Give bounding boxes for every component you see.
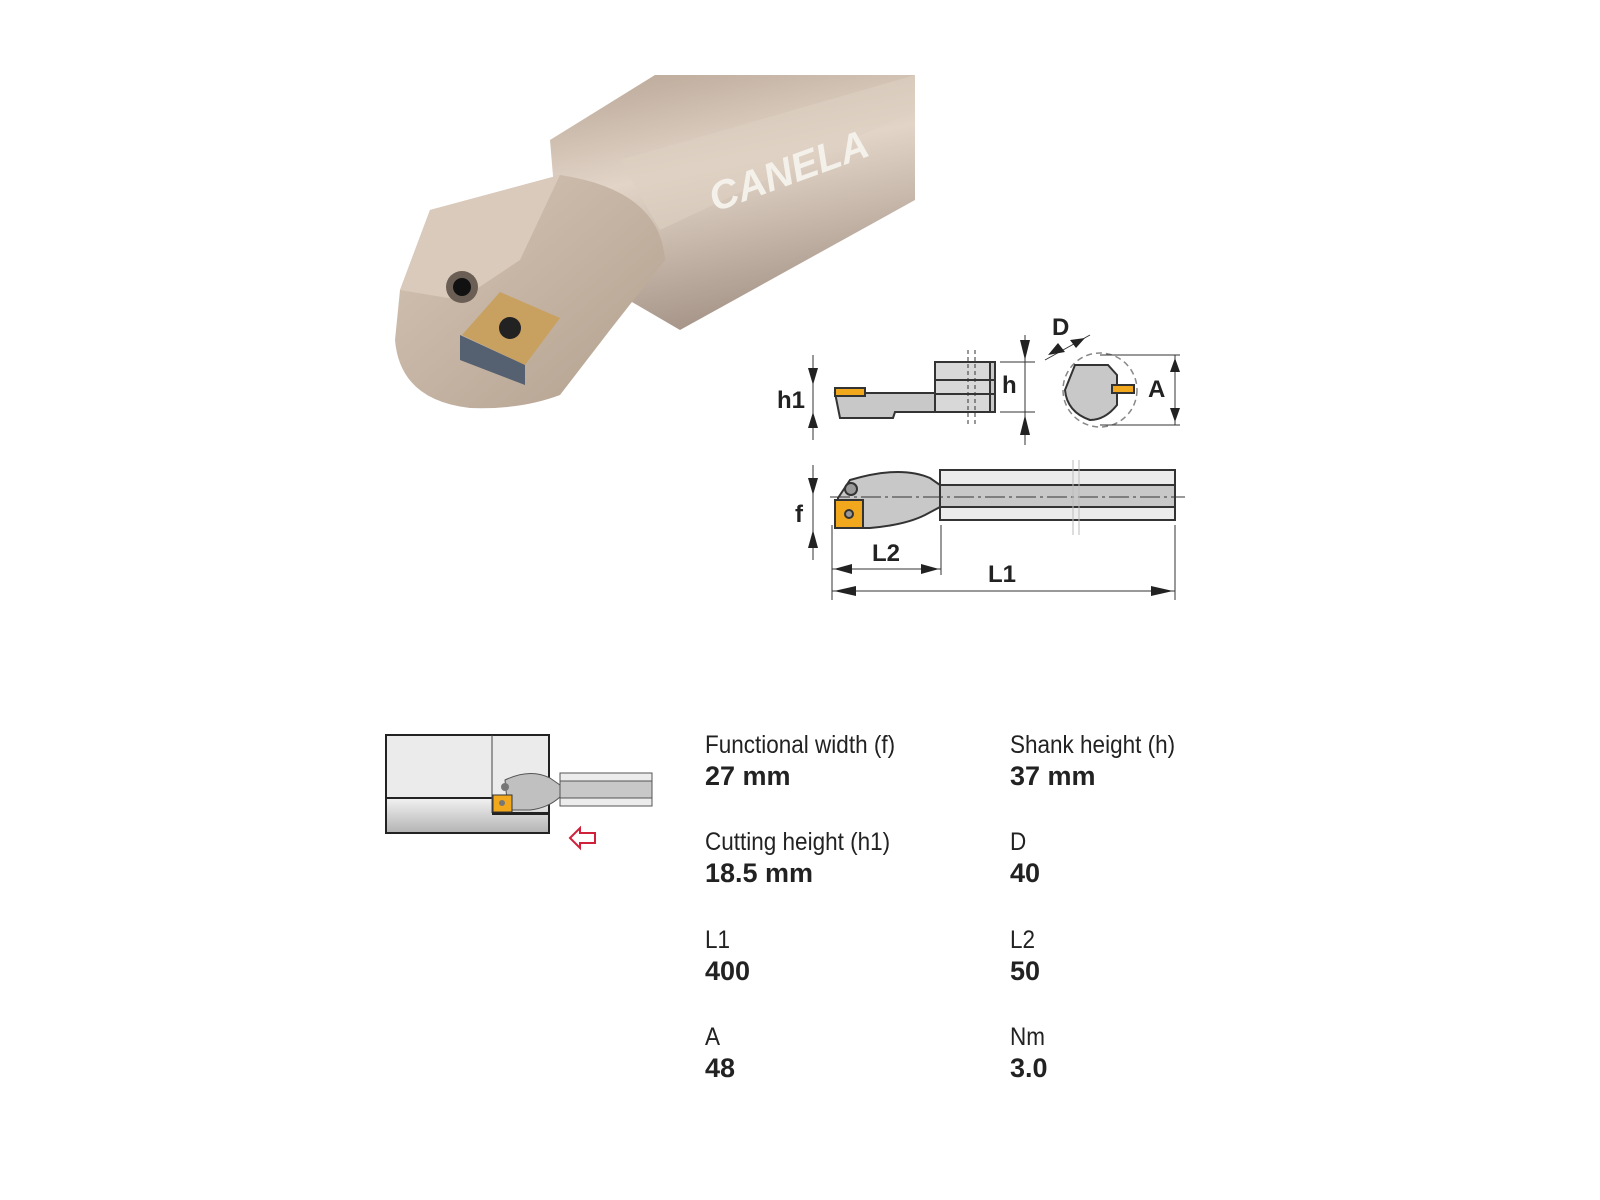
spec-cutting-height: Cutting height (h1) 18.5 mm [705,828,891,888]
spec-functional-width: Functional width (f) 27 mm [705,731,896,791]
spec-shank-height: Shank height (h) 37 mm [1010,731,1176,791]
label-l2: L2 [872,540,900,567]
spec-l1: L1 400 [705,926,751,986]
diagram-side-view [808,335,1035,445]
diagram-end-view [1044,334,1180,428]
diagram-top-view [808,460,1185,600]
usage-icon [385,734,653,851]
label-d: D [1052,314,1069,341]
label-h1: h1 [777,387,805,414]
spec-nm: Nm 3.0 [1010,1023,1048,1083]
label-f: f [795,501,804,528]
spec-d: D 40 [1010,828,1041,888]
label-h: h [1002,372,1017,399]
spec-l2: L2 50 [1010,926,1041,986]
product-photo: CANELA [395,75,915,409]
label-a: A [1148,376,1165,403]
label-l1: L1 [988,561,1016,588]
spec-a: A 48 [705,1023,736,1083]
